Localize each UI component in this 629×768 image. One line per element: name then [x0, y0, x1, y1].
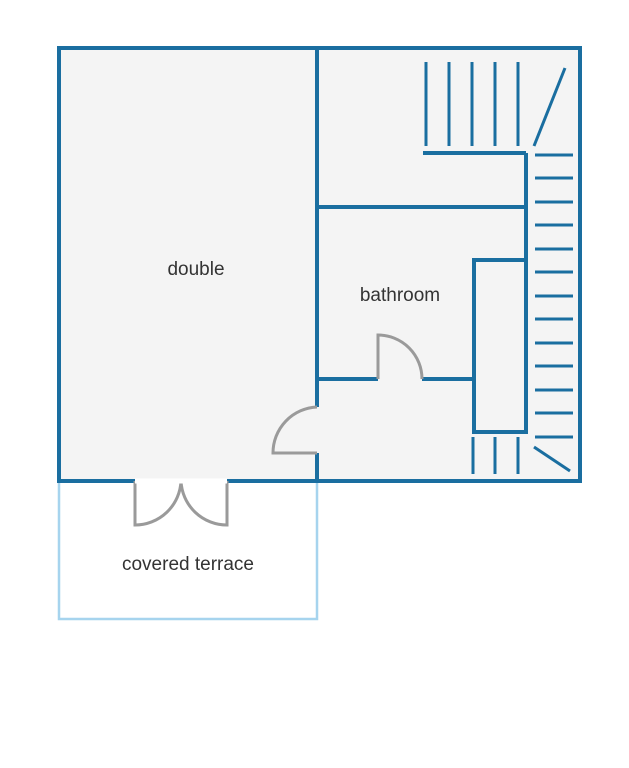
bathroom-door: [376, 333, 424, 380]
exterior-walls: [57, 46, 582, 483]
room-label-double: double: [167, 259, 224, 280]
terrace-double-door: [133, 480, 229, 527]
double-room-door: [271, 405, 318, 455]
room-label-terrace: covered terrace: [122, 554, 254, 575]
floor-area: [59, 48, 580, 481]
interior-walls: [315, 48, 528, 481]
room-label-bathroom: bathroom: [360, 285, 440, 306]
staircase: [424, 62, 573, 474]
